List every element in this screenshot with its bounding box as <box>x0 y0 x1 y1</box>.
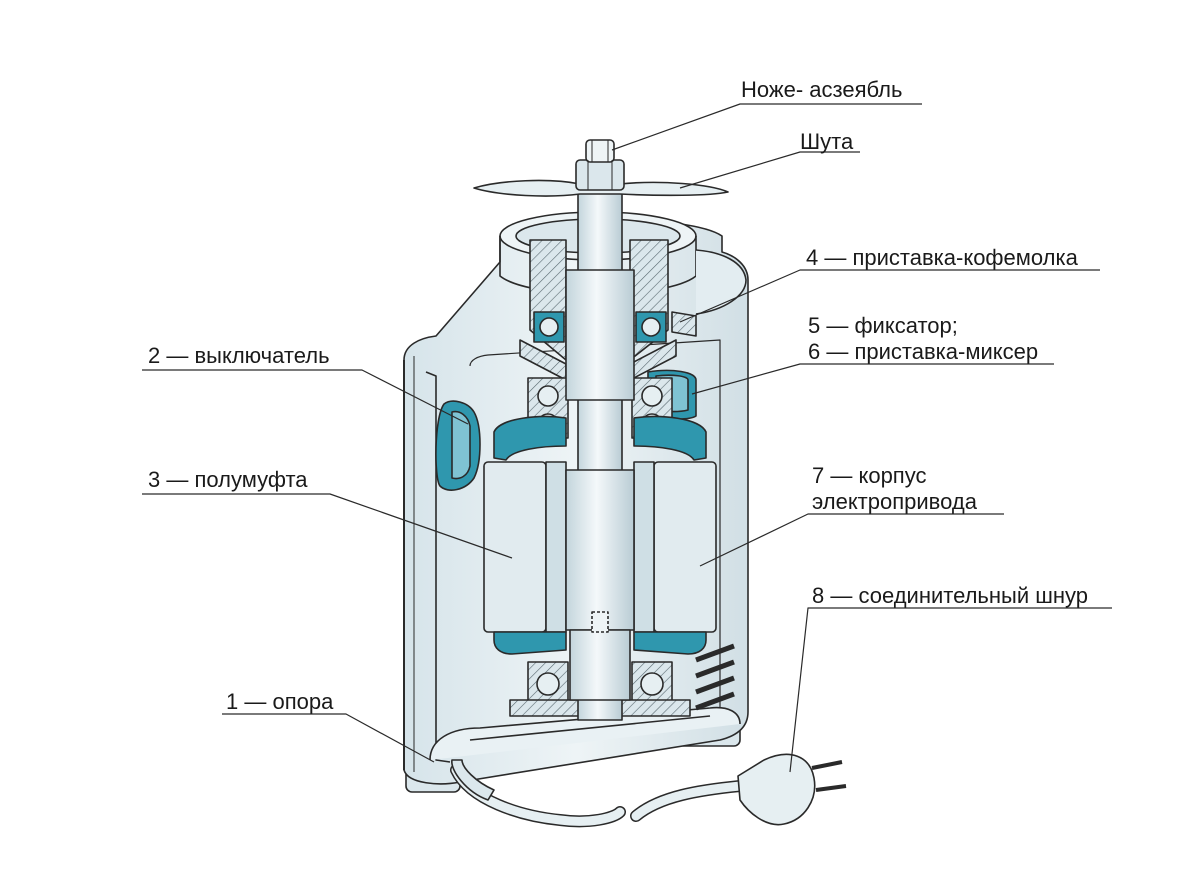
label-part4: 4 — приставка-кофемолка <box>806 245 1078 270</box>
label-part8: 8 — соединительный шнур <box>812 583 1089 608</box>
label-part3: 3 — полумуфта <box>148 467 308 492</box>
label-part1: 1 — опора <box>226 689 334 714</box>
label-part7-line1: 7 — корпус <box>812 463 927 488</box>
label-part7-line2: электропривода <box>812 489 977 514</box>
label-part2: 2 — выключатель <box>148 343 330 368</box>
lower-bearing-right <box>631 661 673 707</box>
stator-left <box>483 461 567 633</box>
lower-bearing-left <box>527 661 569 707</box>
upper-bearing-right <box>635 311 667 343</box>
leader-lines <box>142 103 1112 773</box>
label-shaft: Шута <box>800 129 854 154</box>
upper-bearing-left <box>533 311 565 343</box>
knife-nut <box>575 139 625 191</box>
vent-slots <box>695 643 735 711</box>
drive-shaft <box>565 189 635 721</box>
two-pin-plug-icon <box>737 753 847 826</box>
coupling-ring-lower <box>493 631 707 655</box>
connecting-cord <box>450 759 746 828</box>
label-knife-assembly: Ноже- асзеябль <box>741 77 903 102</box>
label-part5: 5 — фиксатор; <box>808 313 958 338</box>
coupling-ring-upper <box>493 415 707 461</box>
power-switch <box>435 400 481 491</box>
label-part6: 6 — приставка-миксер <box>808 339 1039 364</box>
stator-right <box>633 461 717 633</box>
